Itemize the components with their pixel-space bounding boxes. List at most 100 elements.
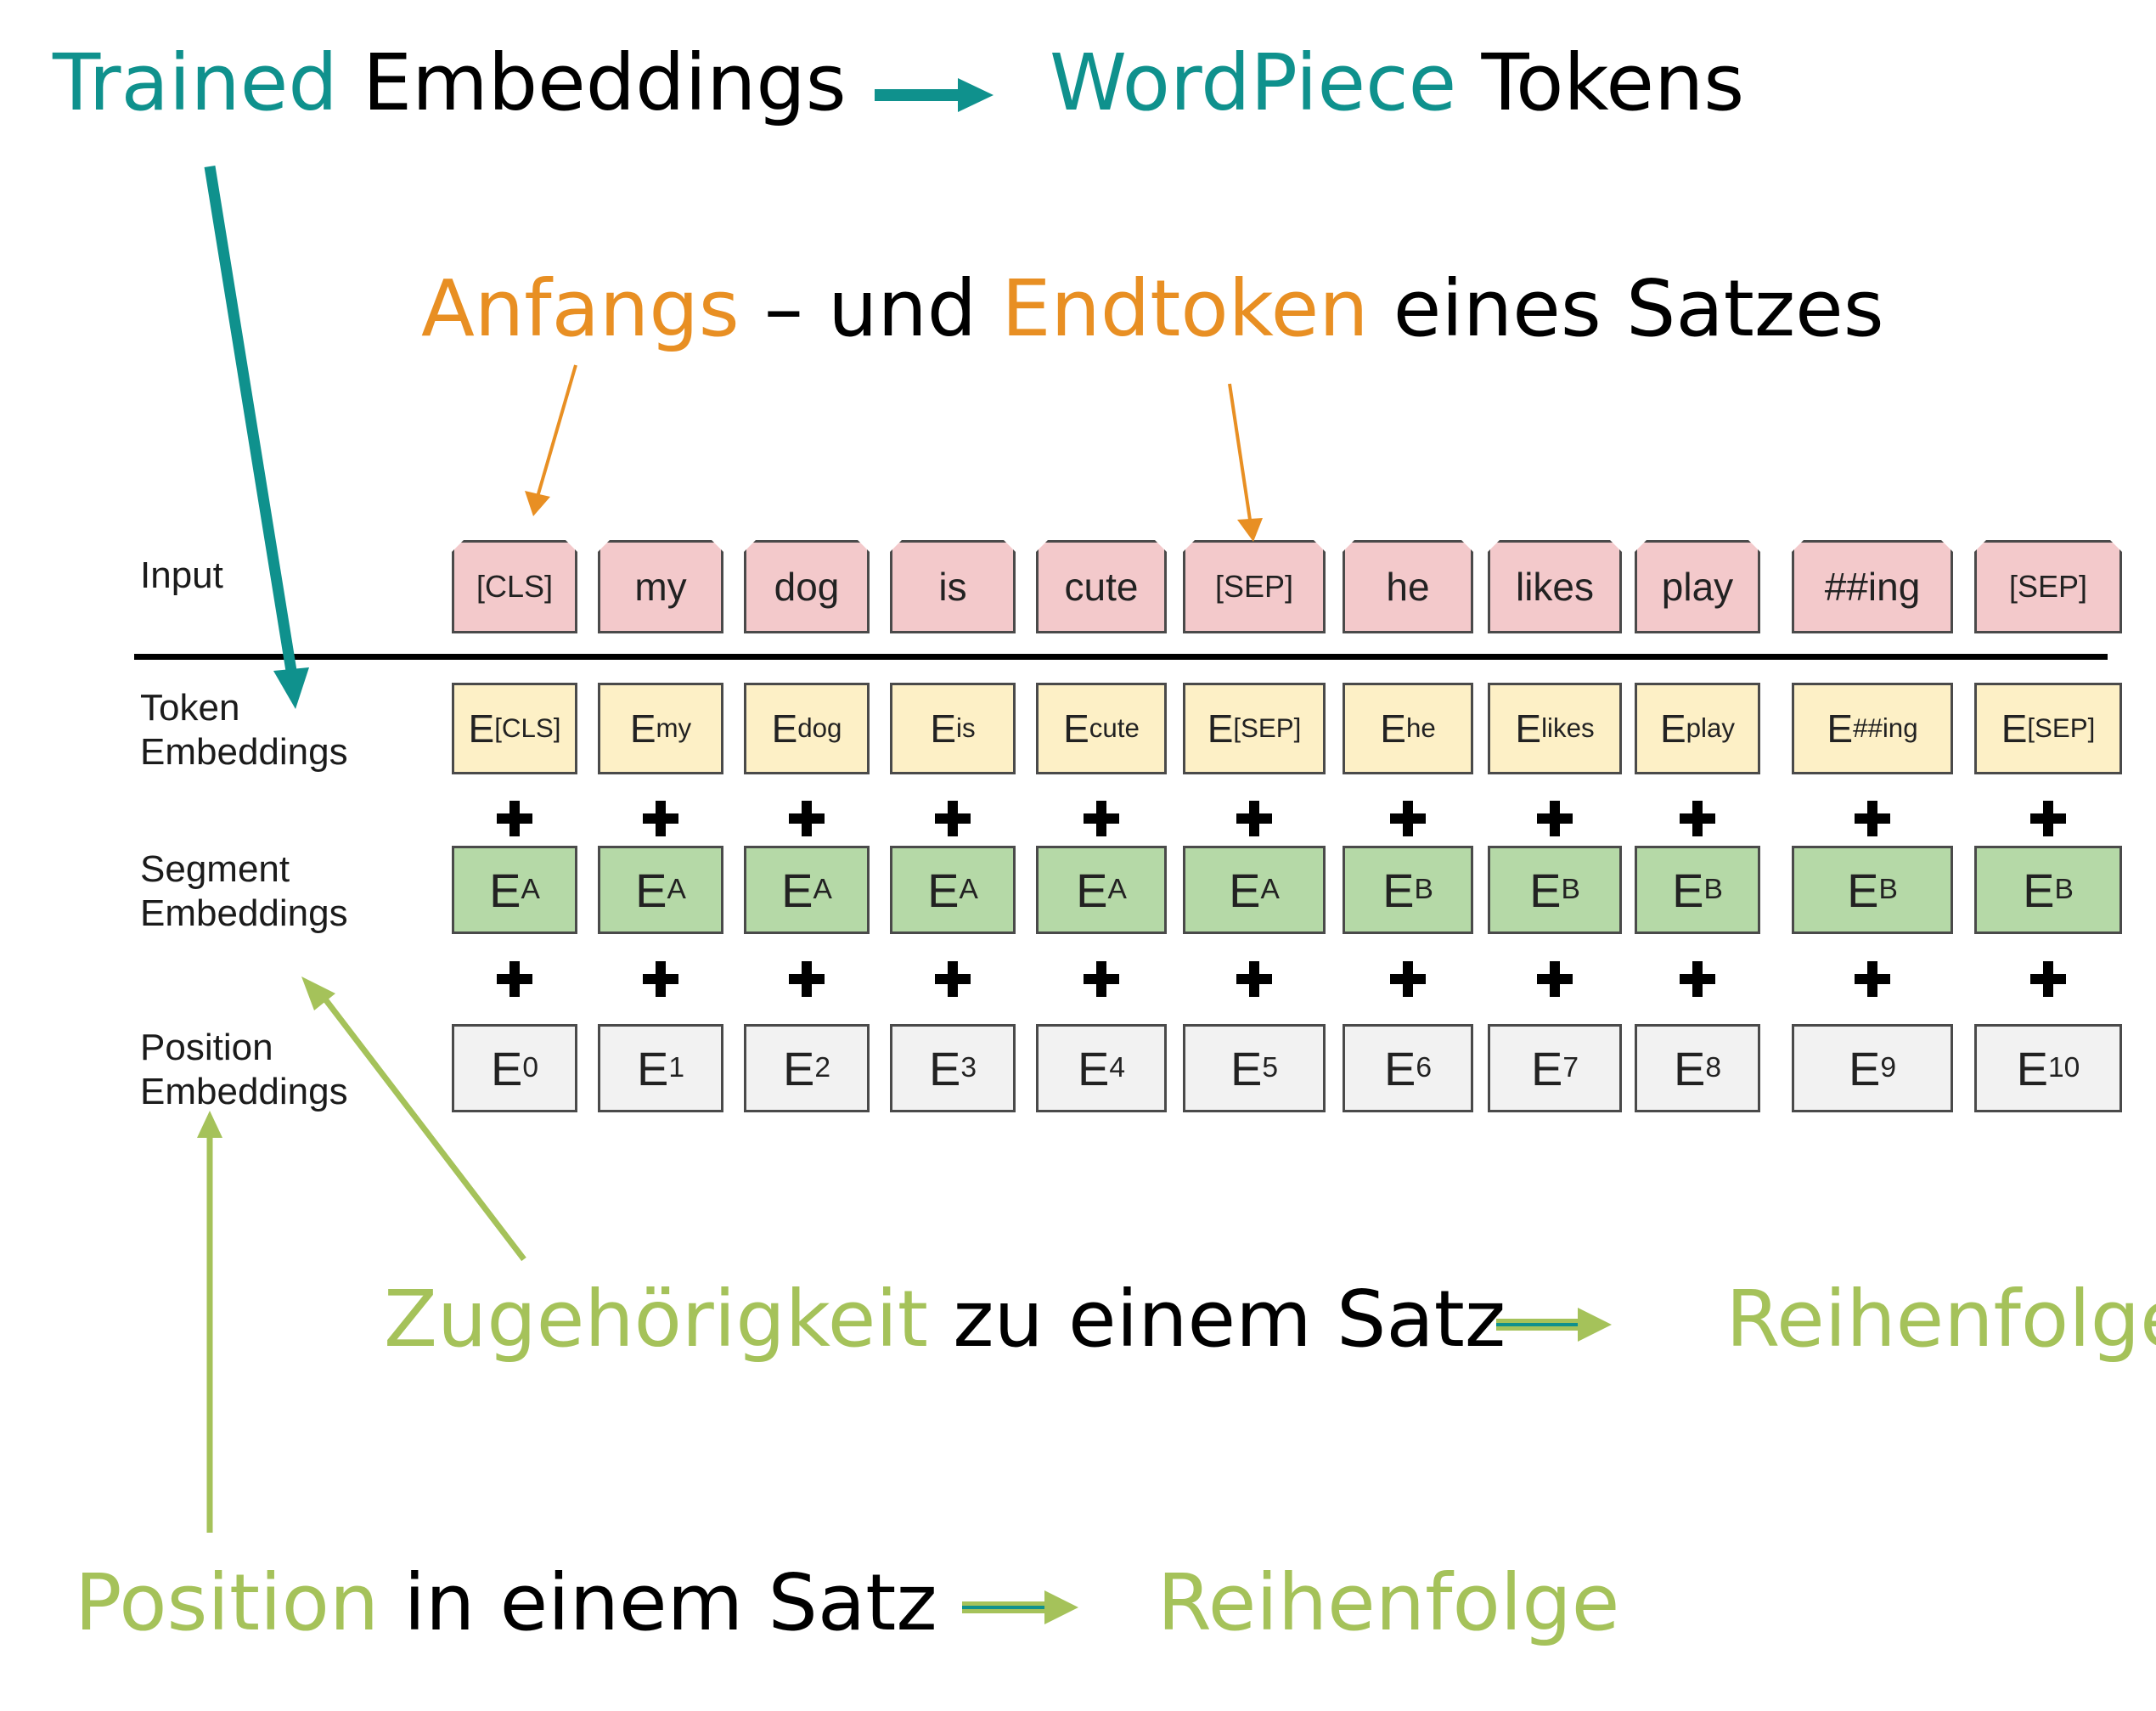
token-embedding-subscript: [SEP]: [1233, 713, 1302, 743]
segment-embedding-subscript: B: [1703, 874, 1723, 905]
segment-embedding-base: E: [635, 863, 667, 917]
segment-embedding-subscript: B: [1878, 874, 1898, 905]
position-embedding-subscript: 2: [814, 1052, 831, 1083]
orange-arrow-icon: [1228, 383, 1263, 542]
lime-pointer-arrow-icon: [197, 1111, 222, 1533]
input-token-label: play: [1661, 565, 1734, 609]
token-embedding: E[SEP]: [1183, 683, 1326, 774]
input-token: [CLS]: [452, 540, 577, 633]
token-embedding-base: E: [1380, 706, 1406, 751]
input-token: cute: [1036, 540, 1167, 633]
position-embedding-subscript: 10: [2048, 1052, 2080, 1083]
token-embedding-subscript: cute: [1089, 713, 1140, 743]
lime-arrow-icon: [962, 1590, 1078, 1624]
input-token-label: is: [938, 565, 967, 609]
token-embedding-subscript: play: [1686, 713, 1736, 743]
input-token-label: [CLS]: [476, 569, 554, 604]
input-token: ##ing: [1792, 540, 1953, 633]
segment-embedding-subscript: A: [813, 874, 832, 905]
position-embedding-subscript: 7: [1562, 1052, 1579, 1083]
input-token: likes: [1488, 540, 1622, 633]
token-embedding-base: E: [629, 706, 656, 751]
position-embedding-base: E: [2016, 1041, 2048, 1095]
segment-embedding-subscript: B: [1414, 874, 1433, 905]
segment-embedding-base: E: [1672, 863, 1704, 917]
row-label-input: Input: [140, 554, 223, 596]
segment-embedding-subscript: A: [959, 874, 978, 905]
position-embedding-base: E: [1077, 1041, 1110, 1095]
lime-arrow-icon: [1496, 1308, 1612, 1342]
input-token-label: my: [634, 565, 687, 609]
token-embedding-subscript: likes: [1541, 713, 1595, 743]
input-token-label: dog: [774, 565, 840, 609]
position-embedding-subscript: 4: [1109, 1052, 1126, 1083]
plus-icon: [1390, 801, 1426, 836]
segment-embedding-subscript: A: [1107, 874, 1127, 905]
input-token: play: [1635, 540, 1760, 633]
plus-icon: [643, 801, 678, 836]
plus-icon: [643, 961, 678, 997]
segment-embedding-base: E: [489, 863, 521, 917]
token-embedding: E[CLS]: [452, 683, 577, 774]
position-embedding-base: E: [782, 1041, 815, 1095]
token-embedding-base: E: [468, 706, 495, 751]
position-embedding-base: E: [928, 1041, 961, 1095]
position-embedding-subscript: 3: [960, 1052, 977, 1083]
plus-icon: [497, 801, 532, 836]
plus-icon: [1084, 801, 1119, 836]
token-embedding-subscript: is: [956, 713, 976, 743]
segment-embedding-base: E: [2023, 863, 2055, 917]
token-embedding-base: E: [2001, 706, 2028, 751]
position-embedding-base: E: [1673, 1041, 1706, 1095]
segment-embedding-subscript: B: [1561, 874, 1580, 905]
plus-icon: [1084, 961, 1119, 997]
input-token-label: ##ing: [1824, 565, 1921, 609]
input-token: [SEP]: [1974, 540, 2122, 633]
row-label-segment-embeddings: Segment Embeddings: [140, 848, 348, 934]
position-embedding-base: E: [1848, 1041, 1881, 1095]
token-embedding-base: E: [1063, 706, 1089, 751]
plus-icon: [1855, 801, 1890, 836]
plus-icon: [1236, 801, 1272, 836]
position-embedding-base: E: [490, 1041, 523, 1095]
caption-segment-membership: Zugehörigkeit zu einem Satz Reihenfolge: [384, 1274, 2156, 1365]
plus-icon: [2030, 961, 2066, 997]
plus-icon: [1680, 801, 1715, 836]
plus-icon: [935, 961, 971, 997]
segment-embedding-base: E: [1382, 863, 1415, 917]
plus-icon: [1855, 961, 1890, 997]
position-embedding-subscript: 0: [522, 1052, 539, 1083]
segment-embedding-subscript: A: [1260, 874, 1280, 905]
position-embedding-base: E: [1530, 1041, 1563, 1095]
input-token-label: cute: [1064, 565, 1139, 609]
input-token: is: [890, 540, 1016, 633]
position-embedding-base: E: [1230, 1041, 1263, 1095]
plus-icon: [1236, 961, 1272, 997]
token-embedding-base: E: [930, 706, 957, 751]
segment-embedding-base: E: [1847, 863, 1879, 917]
segment-embedding-base: E: [927, 863, 960, 917]
token-embedding-subscript: ##ing: [1853, 713, 1918, 743]
input-token-label: he: [1386, 565, 1430, 609]
